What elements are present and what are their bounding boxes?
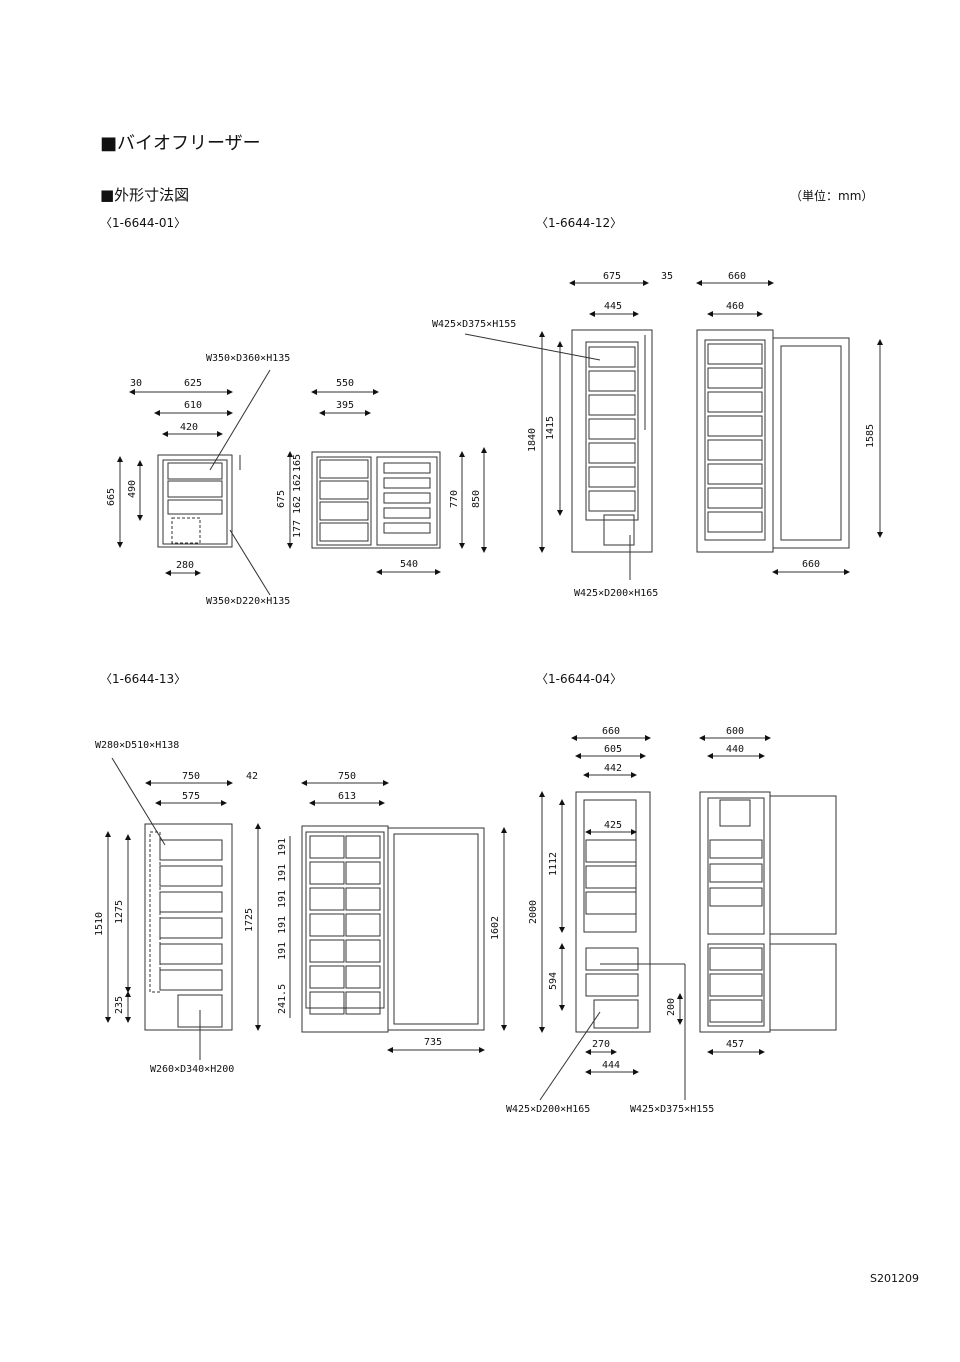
dim-b-35: 35: [661, 271, 673, 282]
dim-c-r1: 191: [277, 838, 288, 856]
dim-a-165: 165: [292, 454, 303, 472]
dim-c-42: 42: [246, 771, 258, 782]
drawing-d-side: [539, 735, 686, 1101]
note-c-bottom: W260×D340×H200: [150, 1064, 234, 1075]
dim-d-1112: 1112: [548, 852, 559, 876]
dim-a-675: 675: [276, 490, 287, 508]
note-b-top: W425×D375×H155: [432, 319, 516, 330]
dim-b-1585: 1585: [865, 424, 876, 448]
dim-a-162a: 162: [292, 474, 303, 492]
drawing-d-front: [699, 735, 837, 1055]
dim-c-r6: 241.5: [277, 984, 288, 1014]
note-d-bottom-right: W425×D375×H155: [630, 1104, 714, 1115]
dim-a-540: 540: [400, 559, 418, 570]
dim-b-460: 460: [726, 301, 744, 312]
dim-b-1415: 1415: [545, 416, 556, 440]
dim-c-1725: 1725: [244, 908, 255, 932]
model-label-c: 〈1-6644-13〉: [100, 672, 187, 686]
dim-a-770: 770: [449, 490, 460, 508]
note-a-top: W350×D360×H135: [206, 353, 290, 364]
dim-b-445: 445: [604, 301, 622, 312]
drawing-c-side: [105, 757, 261, 1060]
dim-a-850: 850: [471, 490, 482, 508]
dim-a-490: 490: [127, 480, 138, 498]
dim-d-660: 660: [602, 726, 620, 737]
dim-c-1510: 1510: [94, 912, 105, 936]
drawing-b-side: [464, 280, 653, 580]
dim-d-444: 444: [602, 1060, 620, 1071]
dim-d-600: 600: [726, 726, 744, 737]
dim-d-457: 457: [726, 1039, 744, 1050]
dim-c-613: 613: [338, 791, 356, 802]
dim-b-660: 660: [728, 271, 746, 282]
note-d-bottom-left: W425×D200×H165: [506, 1104, 590, 1115]
dim-c-r5: 191: [277, 942, 288, 960]
model-label-a: 〈1-6644-01〉: [100, 216, 187, 230]
dim-a-280: 280: [176, 560, 194, 571]
dim-c-235: 235: [114, 996, 125, 1014]
dim-c-r4: 191: [277, 916, 288, 934]
note-b-bottom: W425×D200×H165: [574, 588, 658, 599]
drawing-a-side: [117, 369, 271, 596]
dim-c-750b: 750: [338, 771, 356, 782]
dim-d-2000: 2000: [528, 900, 539, 924]
dim-d-425: 425: [604, 820, 622, 831]
dim-c-r2: 191: [277, 864, 288, 882]
dim-d-270: 270: [592, 1039, 610, 1050]
note-c-top: W280×D510×H138: [95, 740, 179, 751]
dim-c-750: 750: [182, 771, 200, 782]
dim-d-442: 442: [604, 763, 622, 774]
note-a-bottom: W350×D220×H135: [206, 596, 290, 607]
dim-b-660b: 660: [802, 559, 820, 570]
model-label-b: 〈1-6644-12〉: [536, 216, 623, 230]
dim-a-420: 420: [180, 422, 198, 433]
dim-d-605: 605: [604, 744, 622, 755]
dim-a-550: 550: [336, 378, 354, 389]
dim-c-735: 735: [424, 1037, 442, 1048]
section-title: ■外形寸法図: [100, 186, 190, 204]
dim-d-440: 440: [726, 744, 744, 755]
unit-label: （単位：mm）: [790, 189, 874, 203]
drawing-b-front: [696, 280, 883, 575]
footer-code: S201209: [870, 1272, 919, 1285]
dim-c-1602: 1602: [490, 916, 501, 940]
dim-a-625: 625: [184, 378, 202, 389]
dim-a-30: 30: [130, 378, 142, 389]
page-title: ■バイオフリーザー: [100, 133, 261, 154]
drawing-c-front: [289, 780, 507, 1053]
dim-a-395: 395: [336, 400, 354, 411]
model-label-d: 〈1-6644-04〉: [536, 672, 623, 686]
dim-c-1275: 1275: [114, 900, 125, 924]
dim-a-162b: 162: [292, 496, 303, 514]
dim-d-594: 594: [548, 972, 559, 990]
dim-c-575: 575: [182, 791, 200, 802]
dim-c-r3: 191: [277, 890, 288, 908]
drawing-a-front: [287, 389, 487, 575]
dim-a-177: 177: [292, 520, 303, 538]
dimension-labels: 30 625 610 420 665 490 280 W350×D360×H13…: [94, 271, 876, 1115]
dim-a-665: 665: [106, 488, 117, 506]
dim-b-675: 675: [603, 271, 621, 282]
dim-d-200: 200: [666, 998, 677, 1016]
dim-a-610: 610: [184, 400, 202, 411]
dim-b-1840: 1840: [527, 428, 538, 452]
